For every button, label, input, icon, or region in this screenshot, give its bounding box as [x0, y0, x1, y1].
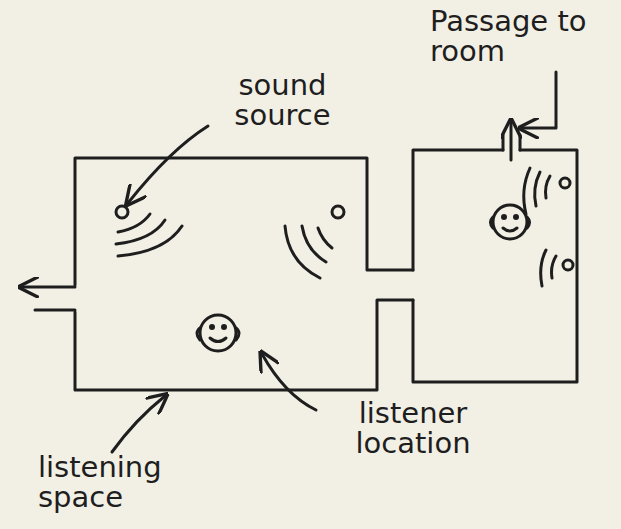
sketch-label: Passage to room [430, 6, 615, 67]
room-wall [413, 150, 577, 382]
sketch-label: listening space [38, 452, 228, 513]
sound-source-symbol [285, 206, 344, 278]
sketch-label: listener location [318, 398, 508, 459]
listener-face [197, 315, 239, 351]
room-wall [75, 158, 413, 285]
sketch-label: sound source [195, 70, 370, 131]
opening-arrow [22, 286, 75, 289]
listener-face [491, 205, 530, 239]
opening-wall [35, 309, 75, 312]
sound-source-symbol [524, 168, 570, 214]
room-wall [413, 150, 503, 270]
room-wall [75, 300, 413, 390]
sound-source-symbol [541, 250, 573, 286]
leader-line [262, 354, 316, 410]
leader-line [522, 72, 556, 128]
passage-arrow [510, 122, 513, 160]
leader-line [112, 396, 165, 452]
leader-line [128, 126, 208, 203]
sound-source-symbol [116, 206, 182, 256]
